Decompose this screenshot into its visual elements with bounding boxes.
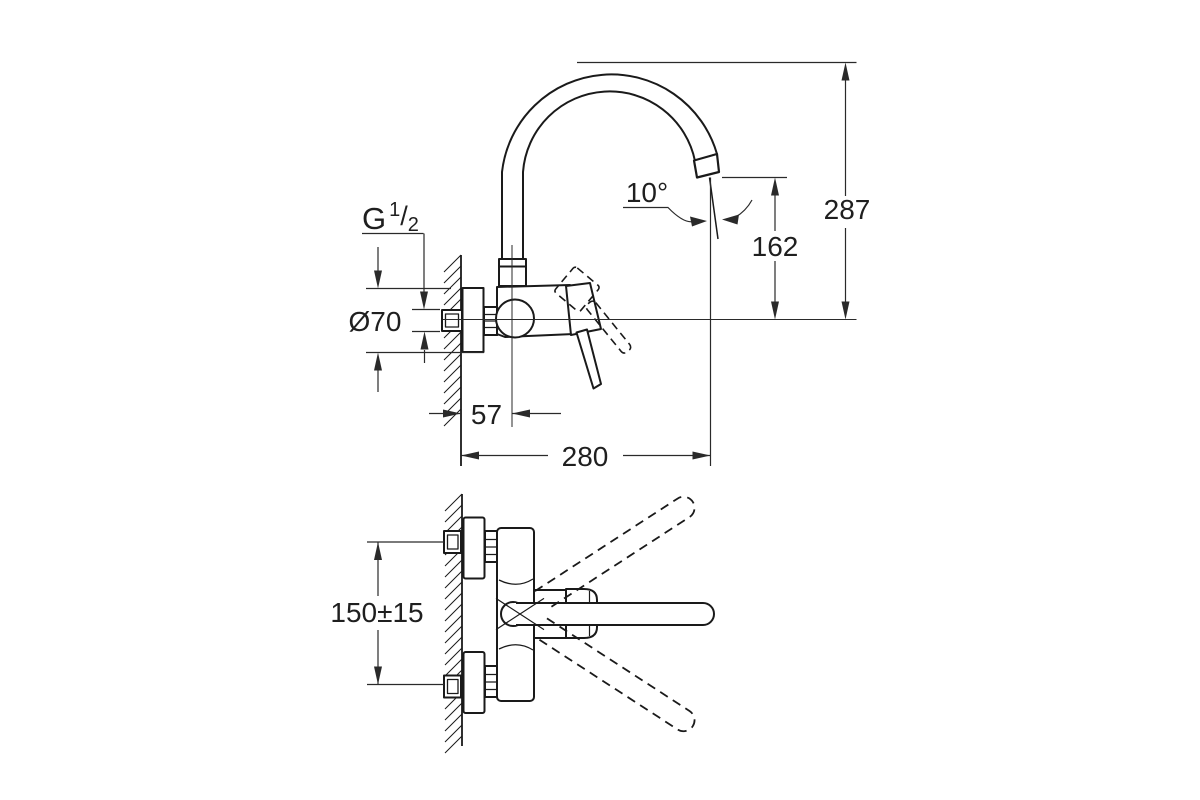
arrow-right-icon <box>443 409 461 418</box>
dim-line <box>366 247 484 392</box>
swivel-spout-fill <box>514 603 714 625</box>
escutcheon <box>462 651 486 714</box>
arrow-down-icon <box>841 301 850 320</box>
arrow-left-icon <box>461 451 479 460</box>
lever-handle <box>575 328 602 390</box>
arrow-left-icon <box>722 214 739 225</box>
fitting-inner <box>444 313 460 328</box>
lower-inlet-assembly <box>443 651 501 714</box>
alt-cap-outline <box>554 266 600 313</box>
arrow-left-icon <box>512 409 530 418</box>
dim-inlet-spacing <box>367 541 444 686</box>
wall-hatching <box>443 254 462 427</box>
fitting-inner <box>446 678 459 695</box>
lever-handle-alt-position <box>554 266 632 354</box>
thread-numerator: 1 <box>389 199 400 221</box>
dim-reach-label: 280 <box>562 441 609 472</box>
spout-swivel-range <box>534 495 696 733</box>
spout-gooseneck <box>501 73 718 266</box>
thread-g: G <box>362 201 386 236</box>
dim-flange-diameter <box>366 247 484 392</box>
thread-denominator: 2 <box>408 214 419 236</box>
arrow-down-icon <box>374 270 382 289</box>
thread-slash: / <box>400 201 408 231</box>
dim-outlet-height-label: 162 <box>752 231 799 262</box>
spout-position-down <box>534 617 696 733</box>
arrow-up-icon <box>841 62 850 81</box>
swivel-spout-outline <box>516 602 715 626</box>
arrow-up-icon <box>374 352 382 371</box>
cartridge-cap <box>565 282 602 336</box>
body-waist-contours <box>498 578 534 651</box>
arrow-right-icon <box>692 451 711 460</box>
leader-lines <box>362 232 440 363</box>
spout-outlet <box>692 152 721 179</box>
spout-position-up <box>534 495 696 611</box>
fitting-inner <box>446 534 459 550</box>
arrow-up-icon <box>374 542 382 560</box>
dim-thread-callout <box>362 232 440 363</box>
arrow-up-icon <box>420 331 429 350</box>
inlet-thread-fitting <box>441 309 463 332</box>
arrow-down-icon <box>374 666 382 685</box>
escutcheon <box>462 516 486 580</box>
top-view <box>443 493 715 754</box>
dimension-arrowheads <box>374 62 850 685</box>
dim-wall-offset-label: 57 <box>471 399 502 430</box>
dim-total-height-label: 287 <box>824 194 871 225</box>
arrow-right-icon <box>690 216 707 227</box>
dim-outlet-angle-label: 10° <box>626 177 668 208</box>
dim-line <box>367 541 444 686</box>
dim-inlet-spacing-label: 150±15 <box>330 597 423 628</box>
alt-lever-outline <box>585 300 632 354</box>
ball-joint <box>495 298 535 339</box>
arrow-up-icon <box>771 177 779 196</box>
dim-flange-diameter-label: Ø70 <box>349 306 402 337</box>
swivel-centerlines-cross <box>495 597 545 631</box>
arrow-down-icon <box>420 291 428 310</box>
arrow-down-icon <box>771 301 779 320</box>
